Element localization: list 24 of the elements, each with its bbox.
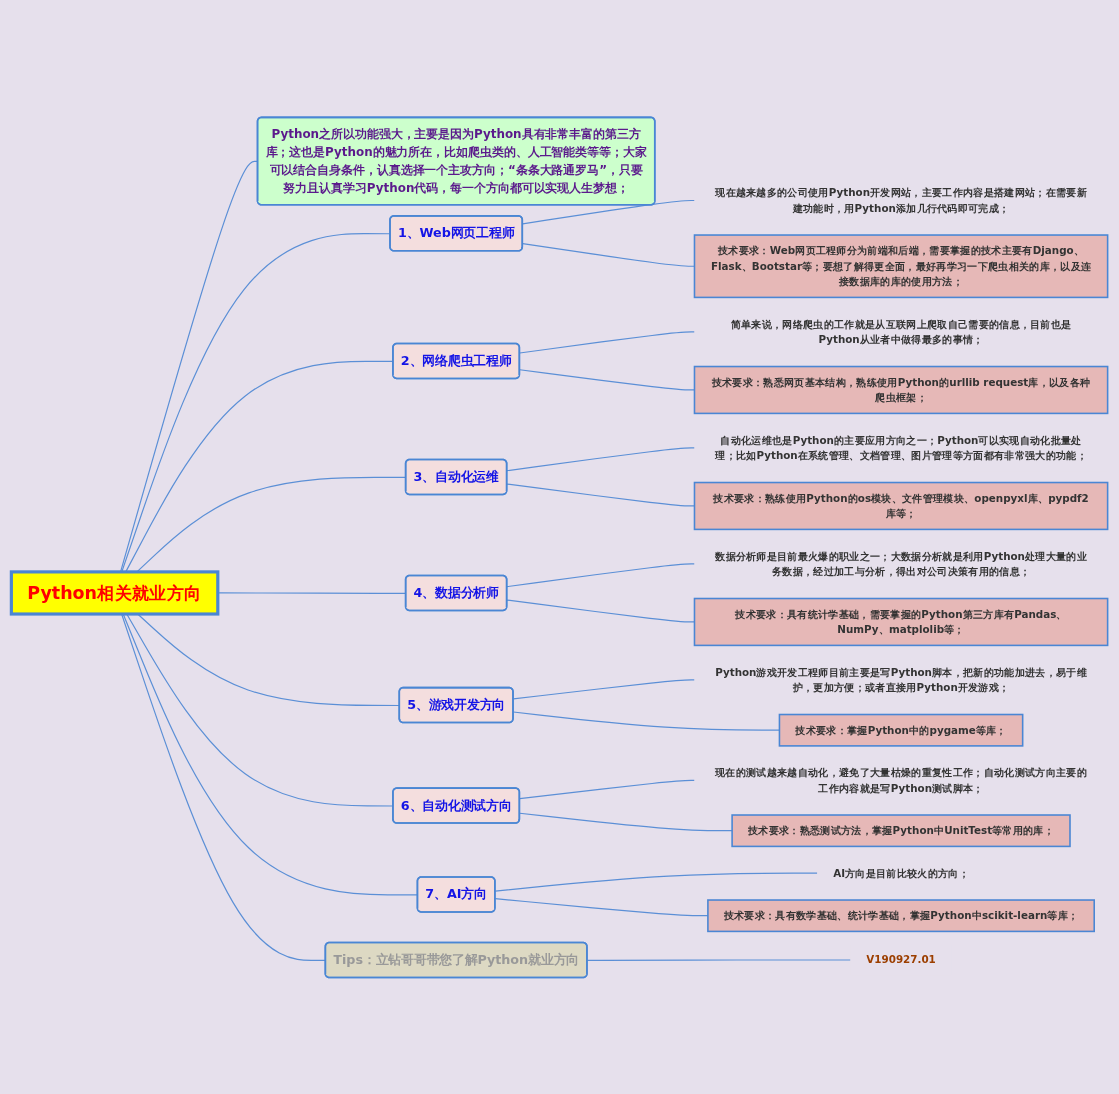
node-box: 技术要求：熟悉网页基本结构，熟练使用Python的urllib request库，以及各种爬虫框架； xyxy=(693,365,1109,414)
connector xyxy=(494,872,818,892)
node-box: 技术要求：具有统计学基础，需要掌握的Python第三方库有Pandas、NumPy、matplolib等； xyxy=(693,597,1109,646)
connector xyxy=(586,959,852,961)
node-box: 技术要求：具有数学基础、统计学基础，掌握Python中scikit-learn等库； xyxy=(707,898,1095,932)
node-box: 技术要求：Web网页工程师分为前端和后端，需要掌握的技术主要有Django、Flask、Bootstar等；要想了解得更全面，最好再学习一下爬虫相关的库，以及连接数据库的库的使用方法； xyxy=(693,233,1109,298)
node-text: AI方向是目前比较火的方向； xyxy=(833,866,969,879)
node-box: 技术要求：熟悉测试方法，掌握Python中UnitTest等常用的库； xyxy=(731,813,1071,847)
connector xyxy=(519,812,733,831)
node-text: 现在越来越多的公司使用Python开发网站，主要工作内容是搭建网站；在需要新建功能时，用Python添加几行代码即可完成； xyxy=(715,186,1087,214)
node-text: 自动化运维也是Python的主要应用方向之一；Python可以实现自动化批量处理；比如Python在系统管理、文档管理、图片管理等方面都有非常强大的功能； xyxy=(715,433,1087,462)
connector xyxy=(519,330,696,354)
node-text: Python游戏开发工程师目前主要是写Python脚本，把新的功能加进去，易于维护，更加方便；或者直接用Python开发游戏； xyxy=(715,665,1087,694)
node-box: 技术要求：熟练使用Python的os模块、文件管理模块、openpyxl库、pypdf2库等； xyxy=(693,481,1109,530)
connector xyxy=(519,779,696,799)
node-text: 数据分析师是目前最火爆的职业之一；大数据分析就是利用Python处理大量的业务数据，经过加工与分析，得出对公司决策有用的信息； xyxy=(715,549,1087,578)
connector xyxy=(522,199,696,224)
connector xyxy=(506,446,696,471)
node-text: 现在的测试越来越自动化，避免了大量枯燥的重复性工作；自动化测试方向主要的工作内容就是写Python测试脚本； xyxy=(715,766,1087,794)
node-box: Python相关就业方向 xyxy=(9,569,220,616)
node-box: 技术要求：掌握Python中的pygame等库； xyxy=(778,713,1024,747)
connector xyxy=(506,562,696,587)
node-text: V190927.01 xyxy=(866,953,936,966)
node-text: 简单来说，网络爬虫的工作就是从互联网上爬取自己需要的信息，目前也是Python从业者中做得最多的事情； xyxy=(730,317,1072,346)
